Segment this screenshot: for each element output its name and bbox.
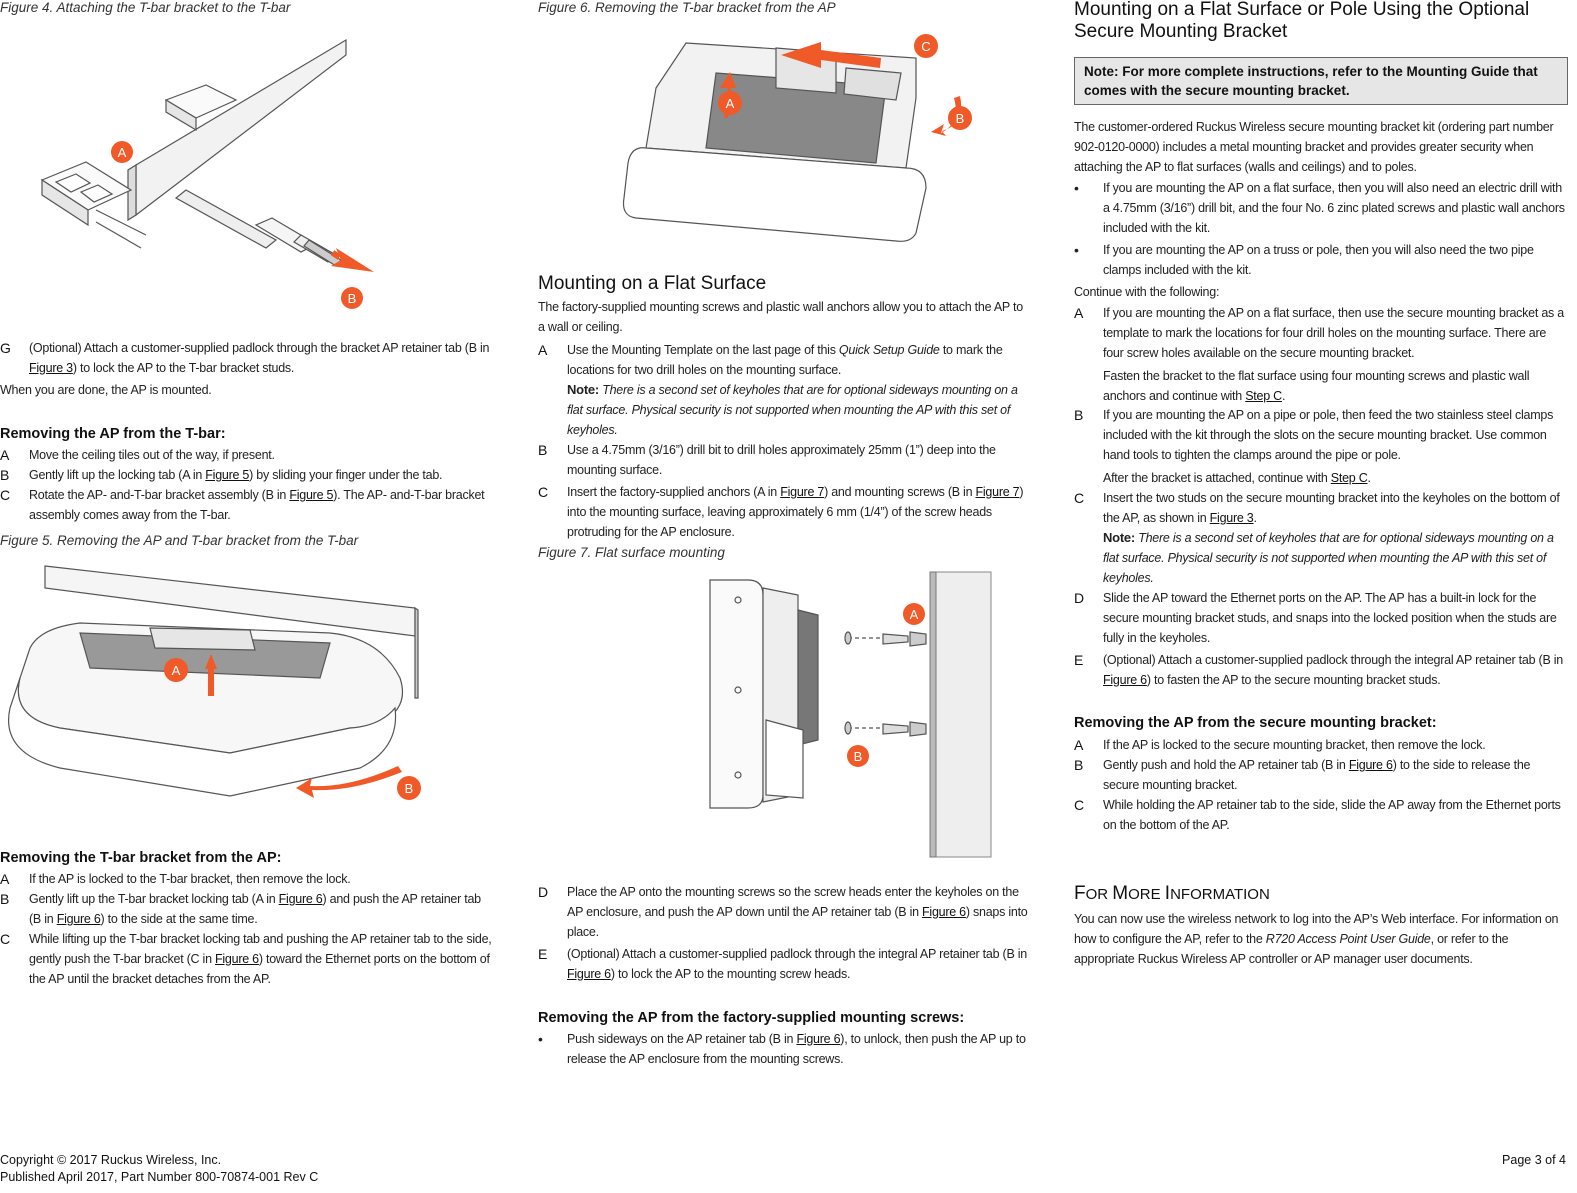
footer-left: Copyright © 2017 Ruckus Wireless, Inc. P… (0, 1152, 318, 1186)
flat-step-b: B Use a 4.75mm (3/16”) drill bit to dril… (538, 442, 996, 477)
secure-step-d: D Slide the AP toward the Ethernet ports… (1074, 590, 1557, 645)
continue-text: Continue with the following: (1074, 285, 1220, 299)
figure-4-label-a: A (118, 145, 127, 160)
figure-4-caption: Figure 4. Attaching the T-bar bracket to… (0, 0, 291, 15)
list-item: A Move the ceiling tiles out of the way,… (0, 447, 275, 463)
figure-5-caption: Figure 5. Removing the AP and T-bar brac… (0, 533, 359, 548)
figure-5-label-a: A (172, 663, 181, 678)
remove-ap-steps: A Move the ceiling tiles out of the way,… (0, 445, 492, 525)
figure-5-link[interactable]: Figure 5 (205, 468, 250, 482)
note-box: Note: For more complete instructions, re… (1074, 57, 1568, 105)
secure-step-a: A If you are mounting the AP on a flat s… (1074, 305, 1564, 403)
flat-step-a: A Use the Mounting Template on the last … (538, 340, 1032, 440)
flat-surface-intro: The factory-supplied mounting screws and… (538, 300, 1023, 334)
remove-bracket-title: Removing the T-bar bracket from the AP: (0, 850, 282, 866)
figure-5-label-b: B (405, 781, 414, 796)
figure-4-illustration: A B (40, 38, 374, 309)
remove-secure-steps: A If the AP is locked to the secure moun… (1074, 735, 1566, 835)
more-information-text: You can now use the wireless network to … (1074, 912, 1559, 966)
flat-step-e: E (Optional) Attach a customer-supplied … (538, 946, 1027, 981)
list-item: C While holding the AP retainer tab to t… (1074, 797, 1561, 832)
flat-step-c: C Insert the factory-supplied anchors (A… (538, 484, 1024, 539)
page-number: Page 3 of 4 (1502, 1153, 1566, 1167)
secure-bracket-intro: The customer-ordered Ruckus Wireless sec… (1074, 120, 1554, 174)
remove-screws-title: Removing the AP from the factory-supplie… (538, 1010, 965, 1026)
figure-3-link[interactable]: Figure 3 (29, 361, 73, 375)
figure-6-label-c: C (921, 39, 930, 54)
flat-surface-title: Mounting on a Flat Surface (538, 273, 767, 294)
secure-step-b: B If you are mounting the AP on a pipe o… (1074, 407, 1554, 485)
done-text: When you are done, the AP is mounted. (0, 383, 212, 397)
flat-step-a-note: Note: There is a second set of keyholes … (567, 382, 1018, 437)
figure-7-caption: Figure 7. Flat surface mounting (538, 545, 725, 560)
list-item: • If you are mounting the AP on a truss … (1074, 242, 1534, 277)
list-item: • If you are mounting the AP on a flat s… (1074, 180, 1565, 235)
published-text: Published April 2017, Part Number 800-70… (0, 1170, 319, 1184)
figure-3-link[interactable]: Figure 3 (1209, 511, 1254, 525)
figure-4-label-b: B (348, 291, 357, 306)
remove-secure-title: Removing the AP from the secure mounting… (1074, 715, 1437, 731)
figure-7-link[interactable]: Figure 7 (780, 485, 825, 499)
copyright-text: Copyright © 2017 Ruckus Wireless, Inc. (0, 1153, 222, 1167)
more-information-title: FOR MORE INFORMATION (1074, 883, 1270, 904)
list-item: A If the AP is locked to the T-bar brack… (0, 871, 351, 887)
remove-bracket-steps: A If the AP is locked to the T-bar brack… (0, 869, 492, 989)
figure-5-illustration: A B (8, 565, 421, 800)
figure-6-link[interactable]: Figure 6 (567, 967, 611, 981)
list-item: B Gently lift up the T-bar bracket locki… (0, 891, 481, 926)
list-item: B Gently lift up the locking tab (A in F… (0, 467, 443, 483)
figure-6-link[interactable]: Figure 6 (56, 912, 101, 926)
figure-6-caption: Figure 6. Removing the T-bar bracket fro… (538, 0, 836, 15)
flat-step-d: D Place the AP onto the mounting screws … (538, 884, 1028, 939)
figure-7-link[interactable]: Figure 7 (975, 485, 1020, 499)
figure-6-link[interactable]: Figure 6 (215, 952, 259, 966)
step-c-link[interactable]: Step C (1330, 471, 1368, 485)
figure-6-label-b: B (956, 111, 965, 126)
list-item: A If the AP is locked to the secure moun… (1074, 737, 1486, 753)
figure-7-label-a: A (910, 607, 919, 622)
figure-6-link[interactable]: Figure 6 (278, 892, 323, 906)
figure-5-link[interactable]: Figure 5 (289, 488, 334, 502)
requirements-list: • If you are mounting the AP on a flat s… (1074, 178, 1566, 280)
figure-6-illustration: C A B (622, 34, 972, 242)
figure-6-link[interactable]: Figure 6 (922, 905, 966, 919)
figure-6-label-a: A (726, 96, 735, 111)
step-c-link[interactable]: Step C (1245, 389, 1282, 403)
list-item: B Gently push and hold the AP retainer t… (1074, 757, 1531, 792)
remove-ap-title: Removing the AP from the T-bar: (0, 426, 226, 442)
step-g: G (Optional) Attach a customer-supplied … (0, 340, 490, 375)
list-item: C While lifting up the T-bar bracket loc… (0, 931, 492, 986)
secure-step-e: E (Optional) Attach a customer-supplied … (1074, 652, 1563, 687)
secure-step-c: C Insert the two studs on the secure mou… (1074, 488, 1566, 588)
remove-screws-item: • Push sideways on the AP retainer tab (… (538, 1031, 1026, 1066)
secure-step-c-note: Note: There is a second set of keyholes … (1103, 530, 1554, 585)
figure-6-link[interactable]: Figure 6 (1348, 758, 1393, 772)
step-letter: G (0, 340, 11, 356)
figure-7-illustration: A B (709, 571, 992, 858)
figure-6-link[interactable]: Figure 6 (796, 1032, 841, 1046)
secure-bracket-title: Mounting on a Flat Surface or Pole Using… (1074, 0, 1530, 42)
figure-6-link[interactable]: Figure 6 (1103, 673, 1147, 687)
figure-7-label-b: B (854, 749, 863, 764)
list-item: C Rotate the AP- and-T-bar bracket assem… (0, 487, 485, 522)
